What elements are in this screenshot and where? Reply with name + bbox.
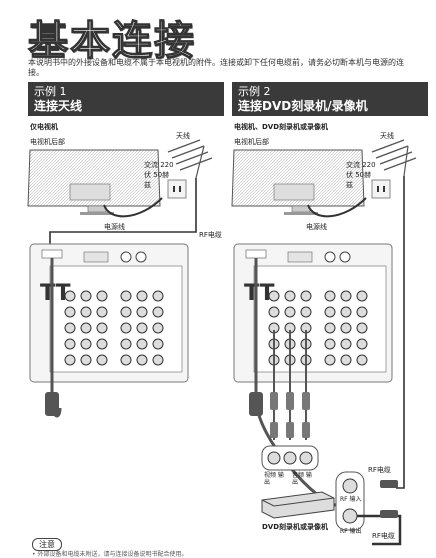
av-cables [270,330,310,440]
tv-back-1 [27,149,161,215]
terminal-panel-1: TT [29,243,189,383]
example2-number: 示例 2 [238,85,271,98]
example1-antenna-label: 天线 [176,132,190,140]
tv-back-2 [231,149,365,215]
power-cord-2 [307,197,367,218]
example2-title: 连接DVD刻录机/录像机 [238,99,368,113]
example2-power-cord-label: 电源线 [306,223,327,231]
note-heading: 注意 [32,538,62,551]
recorder-output-jacks [261,445,319,471]
example1-header: 示例 1 连接天线 [28,82,224,116]
antenna-2 [371,139,417,177]
audio-out-label: 音频 输出 [292,472,312,486]
page-title: 基本连接 [27,17,196,64]
example1-ac-label: 交流 220伏 50赫兹 [144,161,174,189]
rf-cable-antenna-2 [396,176,405,489]
wall-outlet-1 [167,179,187,199]
example2-subtitle: 电视机、DVD刻录机或录像机 [234,123,329,131]
rf-io-jacks [335,471,402,546]
example1-title: 连接天线 [34,99,83,113]
example2-antenna-label: 天线 [380,132,394,140]
example1-tv-back-label: 电视机后部 [30,138,65,146]
terminal-jacks-2 [268,290,368,366]
recorder-label: DVD刻录机或录像机 [262,523,329,531]
terminal-jacks-1 [64,290,164,366]
rf-out-label: RF 输出 [340,528,362,535]
rf-cable-label-top: RF电缆 [368,466,391,474]
example1-power-cord-label: 电源线 [104,223,125,231]
example2-tv-back-label: 电视机后部 [234,138,269,146]
intro-text: 本说明书中的外接设备和电缆不属于本电视机的附件。连接或卸下任何电缆前，请务必切断… [28,58,404,77]
rf-in-label: RF 输入 [340,496,362,503]
example2-ac-label: 交流 220伏 50赫兹 [346,161,376,189]
wall-outlet-2 [371,179,391,199]
antenna-1 [167,139,213,179]
video-out-label: 视频 输出 [264,472,284,486]
rf-plug-1 [45,258,62,418]
recorder-device [261,491,335,519]
power-cord-1 [103,197,163,218]
terminal-panel-2: TT [233,243,393,383]
example2-header: 示例 2 连接DVD刻录机/录像机 [232,82,428,116]
example1-rf-cable-label: RF电缆 [199,231,222,239]
example1-subtitle: 仅电视机 [30,123,58,131]
rf-cable-label-bottom: RF电缆 [372,532,395,540]
example1-number: 示例 1 [34,85,67,98]
